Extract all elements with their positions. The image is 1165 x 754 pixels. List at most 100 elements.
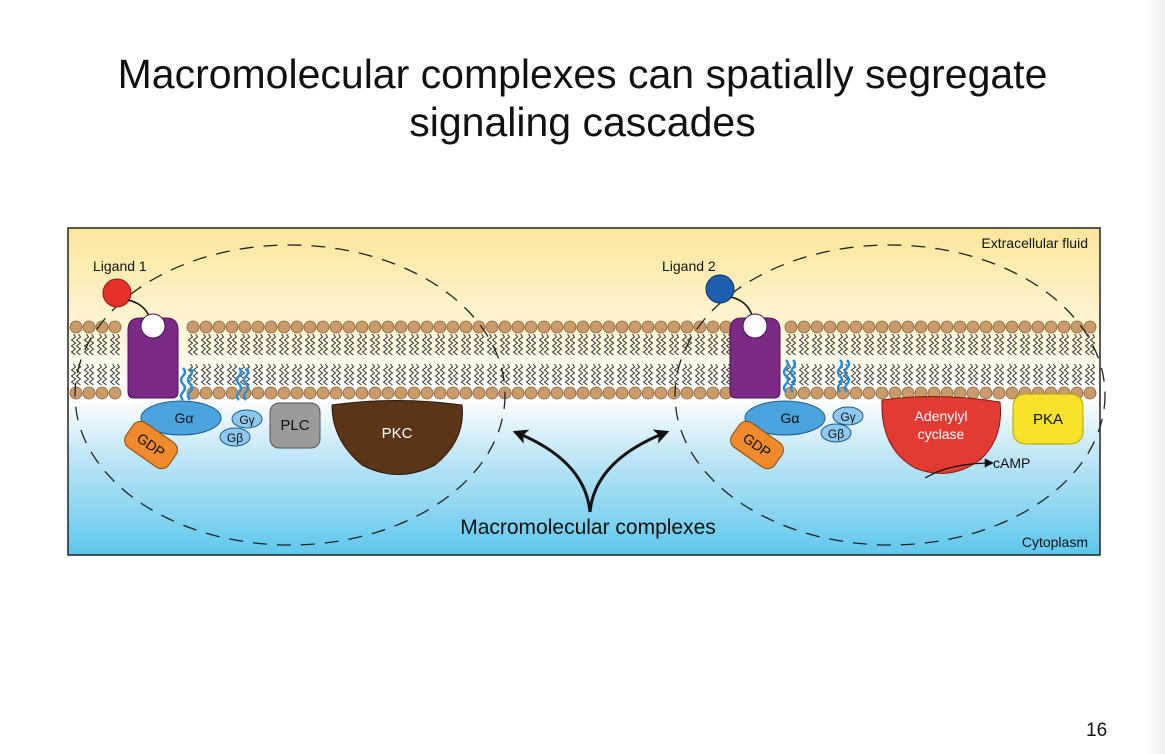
lipid-tail (959, 363, 966, 386)
lipid-tail (296, 333, 303, 356)
lipid-tail (712, 363, 719, 386)
lipid-head (264, 386, 278, 400)
lipid-head (537, 320, 551, 334)
lipid-tail (491, 363, 498, 386)
lipid-tail (915, 333, 922, 356)
lipid-tail (699, 363, 706, 386)
lipid-tail (252, 363, 259, 386)
lipid-tail (75, 363, 82, 386)
lipid-tail (439, 333, 446, 356)
caption-arrow-left (512, 429, 592, 513)
lipid-head (108, 320, 122, 334)
complex-right-outline (674, 244, 1106, 546)
lipid-head (576, 386, 590, 400)
ligand-2 (705, 274, 735, 304)
lipid-tail (577, 363, 584, 386)
lipid-head (537, 386, 551, 400)
lipid-head (1005, 386, 1019, 400)
lipid-head (797, 320, 811, 334)
lipid-tail (239, 333, 246, 356)
lipid-tail (226, 333, 233, 356)
lipid-tail (504, 363, 511, 386)
lipid-tail (967, 333, 974, 356)
lipid-head (628, 386, 642, 400)
lipid-tail (1019, 363, 1026, 386)
lipid-tail (374, 333, 381, 356)
lipid-tail (205, 363, 212, 386)
g-beta-2-label: Gβ (828, 427, 844, 441)
adenylyl-cyclase-label-line1: Adenylyl (915, 408, 968, 424)
lipid-head (342, 386, 356, 400)
lipid-tail (790, 333, 797, 356)
lipid-tail (642, 333, 649, 356)
lipid-head (602, 386, 616, 400)
lipid-tail (1050, 363, 1057, 386)
g-gamma-1 (231, 409, 263, 429)
lipid-head (1083, 386, 1097, 400)
lipid-bilayer (69, 320, 1097, 400)
lipid-tail (83, 333, 90, 356)
complex-left-outline (74, 244, 506, 546)
lipid-head (1005, 320, 1019, 334)
lipid-tail (231, 333, 238, 356)
lipid-tail (343, 333, 350, 356)
lipid-head (69, 386, 83, 400)
lipid-tail (109, 333, 116, 356)
lipid-tail (881, 333, 888, 356)
lipid-head (641, 386, 655, 400)
lipid-tail (543, 363, 550, 386)
lipid-tail (192, 363, 199, 386)
lipid-tail (647, 333, 654, 356)
lipid-tail (816, 363, 823, 386)
lipid-tail (673, 363, 680, 386)
lipid-tail (1024, 363, 1031, 386)
lipid-head (316, 386, 330, 400)
lipid-tail (1084, 333, 1091, 356)
lipid-head (407, 386, 421, 400)
lipid-tail (980, 333, 987, 356)
slide-title: Macromolecular complexes can spatially s… (117, 51, 1048, 145)
receptor-2 (729, 313, 781, 399)
lipid-head (407, 320, 421, 334)
lipid-tail (387, 333, 394, 356)
lipid-tail (595, 333, 602, 356)
lipid-tail (473, 363, 480, 386)
ligand-1-label: Ligand 1 (93, 258, 147, 274)
lipid-tail (257, 333, 264, 356)
lipid-tail (348, 333, 355, 356)
lipid-tail (876, 363, 883, 386)
lipid-head (251, 386, 265, 400)
lipid-tail (855, 333, 862, 356)
lipid-tail (868, 333, 875, 356)
lipid-head (303, 386, 317, 400)
lipid-tail (829, 333, 836, 356)
lipid-head (680, 320, 694, 334)
lipid-tail (928, 333, 935, 356)
lipid-tail (902, 363, 909, 386)
lipid-head (290, 320, 304, 334)
lipid-head (550, 320, 564, 334)
lipid-head (667, 386, 681, 400)
lipid-tail (655, 363, 662, 386)
lipid-anchor (235, 367, 250, 401)
lipid-tail (512, 333, 519, 356)
lipid-tail (556, 333, 563, 356)
lipid-head (381, 320, 395, 334)
lipid-tail (894, 363, 901, 386)
lipid-tail (218, 363, 225, 386)
ligand-2-label: Ligand 2 (662, 258, 716, 274)
lipid-tail (907, 333, 914, 356)
lipid-tail (525, 333, 532, 356)
lipid-tail (330, 333, 337, 356)
lipid-tail (75, 333, 82, 356)
lipid-head (433, 320, 447, 334)
lipid-head (329, 320, 343, 334)
lipid-tail (699, 333, 706, 356)
lipid-head (680, 386, 694, 400)
lipid-tail (629, 363, 636, 386)
lipid-head (108, 386, 122, 400)
lipid-tail (902, 333, 909, 356)
lipid-tail (1058, 363, 1065, 386)
lipid-tail (452, 363, 459, 386)
lipid-head (1083, 320, 1097, 334)
